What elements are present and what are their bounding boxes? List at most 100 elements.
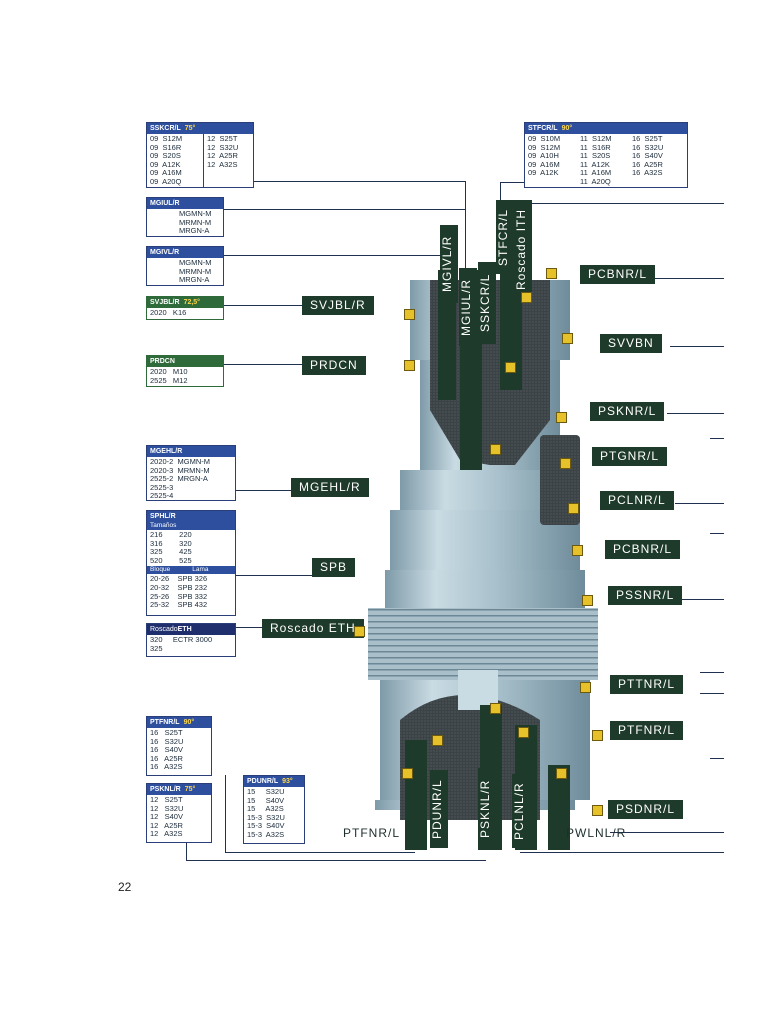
connector-line bbox=[700, 693, 724, 694]
connector-line bbox=[710, 533, 724, 534]
connector-line bbox=[710, 438, 724, 439]
vtag-roscado-ith: Roscado ITH bbox=[514, 200, 532, 298]
box-title: PDUNR/L bbox=[247, 778, 279, 785]
connector-line bbox=[225, 775, 226, 853]
mgivl-header: MGIVL/R bbox=[147, 247, 223, 258]
vtag-mgivl: MGIVL/R bbox=[440, 225, 458, 303]
sphl-sizes: 216 220 316 320 325 425 520 525 bbox=[150, 530, 192, 565]
vtag-psknl: PSKNL/R bbox=[478, 768, 496, 850]
sphl-bloque: Bloque bbox=[150, 566, 171, 574]
connector-line bbox=[222, 305, 302, 306]
insert-icon bbox=[490, 703, 501, 714]
tag-ptgnr: PTGNR/L bbox=[592, 447, 668, 466]
connector-line bbox=[222, 209, 465, 210]
box-body: MGMN-M MRMN-M MRGN-A bbox=[179, 258, 212, 285]
box-angle: 90° bbox=[183, 719, 195, 726]
connector-line bbox=[234, 627, 262, 628]
mgivl-box: MGIVL/R MGMN-M MRMN-M MRGN-A bbox=[146, 246, 224, 286]
box-body: 15 S32U 15 S40V 15 A32S 15-3 S32U 15-3 S… bbox=[247, 787, 285, 839]
vtag-mgiul: MGIUL/R bbox=[459, 268, 477, 346]
insert-icon bbox=[546, 268, 557, 279]
insert-icon bbox=[582, 595, 593, 606]
box-col: 16 S25T 16 S32U 16 S40V 16 A25R 16 A32S bbox=[632, 134, 664, 178]
box-col: 09 S12M 09 S16R 09 S20S 09 A12K 09 A16M … bbox=[147, 134, 204, 188]
tag-prdcn: PRDCN bbox=[302, 356, 366, 375]
sphl-sizes-header: Tamaños bbox=[147, 522, 235, 530]
connector-line bbox=[700, 672, 724, 673]
connector-line bbox=[222, 255, 444, 256]
insert-icon bbox=[562, 333, 573, 344]
connector-line bbox=[500, 182, 524, 183]
insert-icon bbox=[592, 805, 603, 816]
box-body: MGMN-M MRMN-M MRGN-A bbox=[179, 209, 212, 236]
insert-icon bbox=[490, 444, 501, 455]
insert-icon bbox=[556, 768, 567, 779]
tag-pcbnr-top: PCBNR/L bbox=[580, 265, 656, 284]
insert-icon bbox=[568, 503, 579, 514]
sphl-blocks: 20-26 SPB 326 20-32 SPB 232 25-26 SPB 33… bbox=[150, 574, 208, 610]
box-title: Roscado bbox=[150, 626, 178, 633]
mgehl-box: MGEHL/R 2020-2 MGMN-M 2020-3 MRMN-M 2525… bbox=[146, 445, 236, 501]
label-pwlnl: PWLNL/R bbox=[566, 826, 627, 840]
box-title: PTFNR/L bbox=[150, 719, 180, 726]
box-body: 2020 K16 bbox=[150, 308, 187, 317]
mgiul-header: MGIUL/R bbox=[147, 198, 223, 209]
tag-pclnr: PCLNR/L bbox=[600, 491, 674, 510]
tag-svvbn: SVVBN bbox=[600, 334, 662, 353]
box-angle: 90° bbox=[561, 125, 573, 132]
connector-line bbox=[675, 503, 724, 504]
connector-line bbox=[520, 852, 724, 853]
roscado-eth-box: RoscadoETH 320 ECTR 3000 325 bbox=[146, 623, 236, 657]
box-body: 12 S25T 12 S32U 12 S40V 12 A25R 12 A32S bbox=[150, 795, 184, 839]
connector-line bbox=[667, 413, 724, 414]
page-number: 22 bbox=[118, 880, 132, 894]
tag-ptfnr-right: PTFNR/L bbox=[610, 721, 684, 740]
box-angle: 75° bbox=[184, 125, 196, 132]
connector-line bbox=[234, 490, 292, 491]
insert-icon bbox=[556, 412, 567, 423]
vtag-pclnl: PCLNL/R bbox=[512, 774, 530, 848]
insert-icon bbox=[521, 292, 532, 303]
connector-line bbox=[225, 852, 415, 853]
label-ptfnr-bottom: PTFNR/L bbox=[343, 826, 401, 840]
sphl-box: SPHL/R Tamaños 216 220 316 320 325 425 5… bbox=[146, 510, 236, 616]
connector-line bbox=[186, 840, 187, 860]
tag-roscado-eth: Roscado ETH bbox=[262, 619, 364, 638]
box-col: 11 S12M 11 S16R 11 S20S 11 A12K 11 A16M … bbox=[580, 134, 612, 186]
box-body: 2020-2 MGMN-M 2020-3 MRMN-M 2525-2 MRGN-… bbox=[150, 457, 211, 501]
insert-icon bbox=[592, 730, 603, 741]
connector-line bbox=[610, 832, 724, 833]
tag-spb: SPB bbox=[312, 558, 356, 577]
tag-mgehl: MGEHL/R bbox=[291, 478, 369, 497]
insert-icon bbox=[505, 362, 516, 373]
box-title: SVJBL/R bbox=[150, 299, 180, 306]
tag-pttnr: PTTNR/L bbox=[610, 675, 684, 694]
box-angle: 75° bbox=[184, 786, 196, 793]
tag-pcbnr-mid: PCBNR/L bbox=[605, 540, 681, 559]
connector-line bbox=[253, 181, 465, 182]
box-title: PSKNL/R bbox=[150, 786, 181, 793]
box-col: 12 S25T 12 S32U 12 A25R 12 A32S bbox=[207, 134, 239, 169]
prdcn-box: PRDCN 2020 M10 2525 M12 bbox=[146, 355, 224, 387]
sphl-lama: Lama bbox=[192, 566, 209, 574]
box-title: SSKCR/L bbox=[150, 125, 181, 132]
insert-icon bbox=[354, 626, 365, 637]
box-angle: 93° bbox=[282, 778, 293, 785]
insert-icon bbox=[402, 768, 413, 779]
vtag-pdunr: PDUNR/L bbox=[430, 770, 448, 848]
connector-line bbox=[710, 758, 724, 759]
connector-line bbox=[222, 364, 302, 365]
box-title-bold: ETH bbox=[177, 626, 192, 633]
connector-line bbox=[680, 599, 724, 600]
connector-line bbox=[465, 181, 466, 271]
insert-icon bbox=[518, 727, 529, 738]
